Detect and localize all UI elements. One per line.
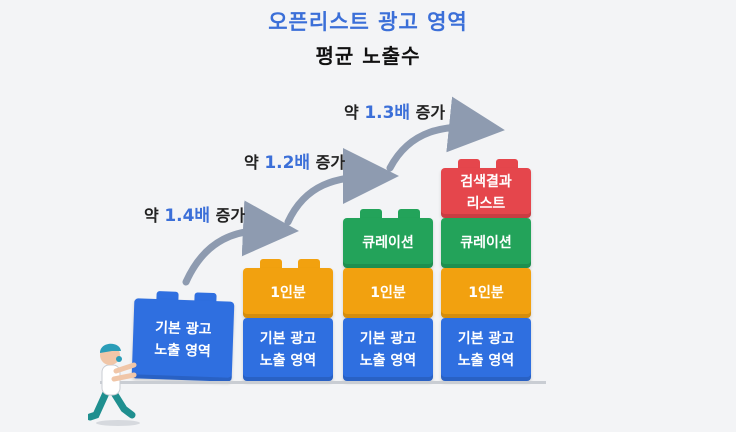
arrow-3	[386, 96, 505, 172]
pushing-person-illustration	[88, 343, 140, 426]
curation-block: 큐레이션	[343, 218, 433, 268]
stud	[298, 259, 320, 269]
increase-label-2: 약 1.2배 증가	[244, 153, 346, 173]
stud	[398, 209, 420, 219]
onein-block: 1인분	[243, 268, 333, 318]
stud	[496, 159, 518, 169]
arrow-2	[284, 148, 399, 226]
increase-label-1: 약 1.4배 증가	[144, 206, 246, 226]
increase-label-3: 약 1.3배 증가	[344, 103, 446, 123]
ground-line	[100, 381, 546, 384]
stud	[458, 159, 480, 169]
title-line-2: 평균 노출수	[315, 44, 421, 68]
onein-block: 1인분	[441, 268, 531, 318]
stud	[360, 209, 382, 219]
stud	[260, 259, 282, 269]
arrow-1	[182, 200, 299, 286]
title-line-1: 오픈리스트 광고 영역	[268, 10, 468, 34]
onein-block: 1인분	[343, 268, 433, 318]
curation-block: 큐레이션	[441, 218, 531, 268]
